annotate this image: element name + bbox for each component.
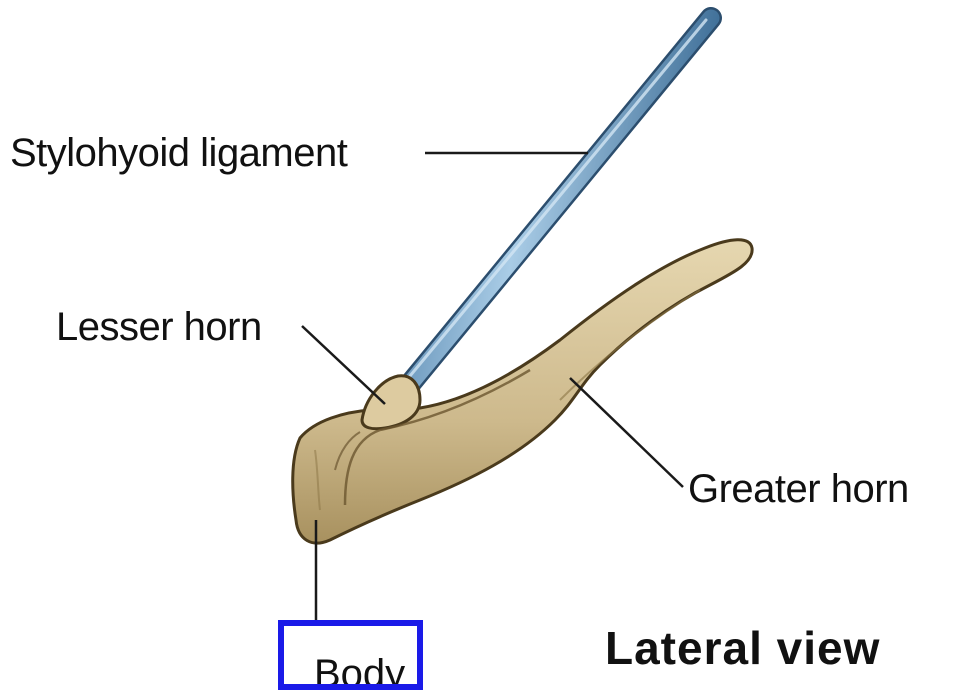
leader-lesser-horn <box>302 326 385 404</box>
hyoid-diagram: Stylohyoid ligament Lesser horn Greater … <box>0 0 965 670</box>
lesser-horn-label: Lesser horn <box>56 307 262 347</box>
leader-greater-horn <box>570 378 683 487</box>
hyoid-bone <box>293 240 752 543</box>
body-label: Body <box>314 654 405 690</box>
view-title: Lateral view <box>605 625 880 671</box>
stylohyoid-ligament-label: Stylohyoid ligament <box>10 133 347 173</box>
body-highlight-box: Body <box>278 620 423 690</box>
greater-horn-shape <box>293 240 752 543</box>
greater-horn-label: Greater horn <box>688 469 909 509</box>
stylohyoid-ligament <box>405 18 711 384</box>
